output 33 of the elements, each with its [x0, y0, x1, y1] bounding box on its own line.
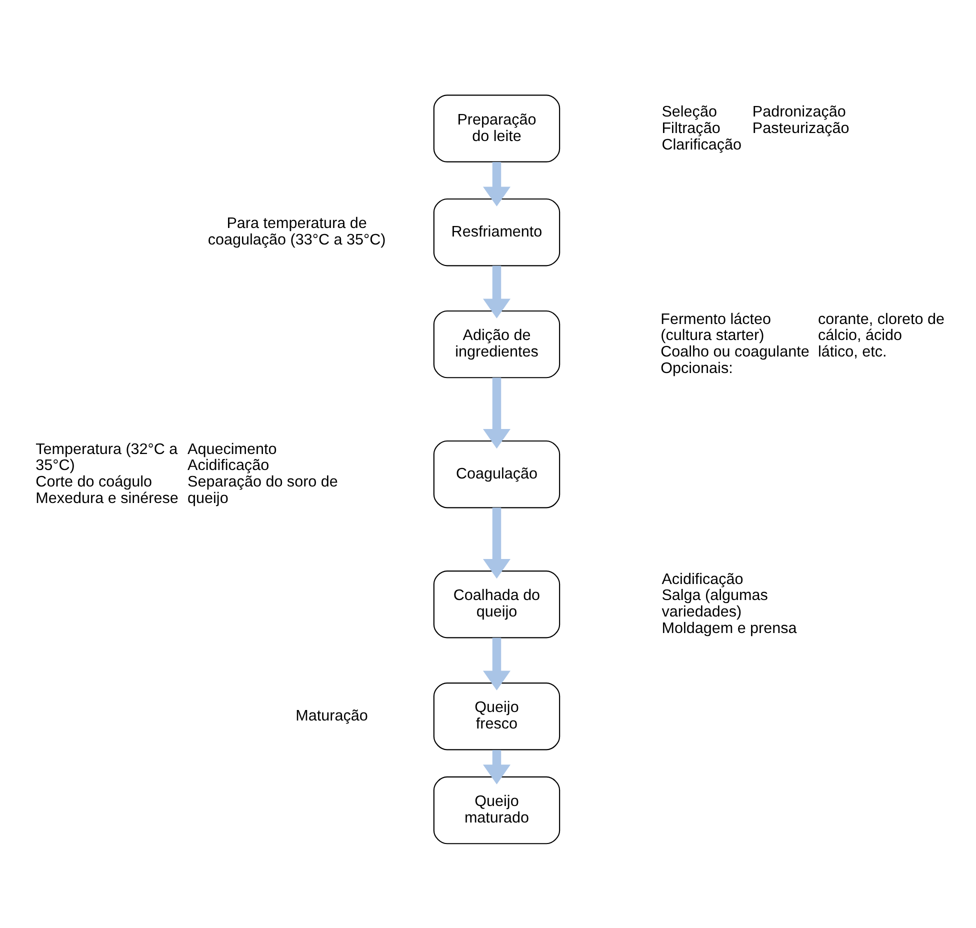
node-box: Queijo fresco [433, 682, 560, 750]
node-label: Acidificação [188, 456, 270, 474]
node-label: Padronização [752, 103, 846, 120]
node-label: Coalho ou coagulante [660, 343, 810, 360]
node-label: Seleção [662, 103, 717, 120]
node-label: Filtração [662, 120, 720, 137]
node-label: corante, cloreto de cálcio, ácido lático, etc. [818, 310, 945, 360]
node-label: Separação do soro de queijo [188, 473, 338, 506]
node-label: Clarificação [662, 136, 742, 154]
node-box: Adição de ingredientes [433, 310, 560, 378]
node-label: Mexedura e sinérese [36, 489, 178, 506]
node-label: Acidificação [662, 570, 744, 588]
node-label: Fermento lácteo (cultura starter) [660, 310, 772, 344]
arrow [483, 377, 510, 448]
node-label: Moldagem e prensa [662, 619, 797, 636]
node-label: Aquecimento [188, 440, 277, 458]
arrow [483, 265, 510, 318]
node-box: Resfriamento [433, 198, 560, 266]
node-label: Salga (algumas variedades) [662, 586, 768, 620]
node-label: Corte do coágulo [36, 473, 152, 490]
label: Para temperatura de coagulação (33°C a 35°C) [208, 214, 386, 248]
node-box: Coagulação [433, 440, 560, 508]
arrow [482, 750, 510, 784]
node-label: Pasteurização [752, 120, 850, 137]
node-box: Queijo maturado [433, 776, 560, 844]
node-label: Opcionais: [660, 359, 733, 376]
node-label: Temperatura (32°C a 35°C) [36, 440, 178, 474]
label: Maturação [296, 706, 368, 724]
node-box: Coalhada do queijo [433, 570, 560, 638]
arrow [482, 507, 510, 578]
arrow [483, 162, 510, 206]
node-box: Preparação do leite [433, 94, 560, 162]
arrow [483, 637, 510, 690]
